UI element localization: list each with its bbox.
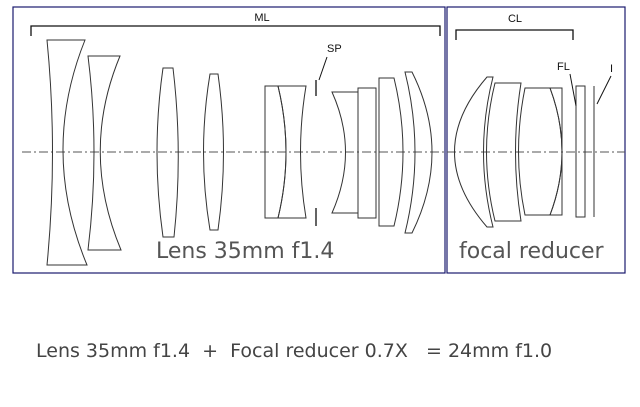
lens-element-6 — [277, 85, 307, 219]
cl-label: CL — [508, 13, 522, 25]
lens-element-10 — [404, 71, 433, 234]
sp-leader — [318, 56, 328, 81]
lens-element-4 — [203, 73, 224, 231]
focal-reducer-caption: focal reducer — [459, 239, 605, 264]
reducer-element-2 — [486, 82, 522, 222]
ml-label: ML — [254, 12, 269, 24]
main-lens-frame — [12, 6, 446, 274]
image-plane-label: I — [610, 63, 613, 75]
reducer-element-4 — [549, 87, 563, 216]
lens-element-3 — [156, 67, 179, 238]
cl-bracket — [455, 29, 574, 40]
ml-bracket — [30, 25, 441, 36]
main-lens-caption: Lens 35mm f1.4 — [156, 239, 334, 264]
image-plane-leader — [596, 75, 612, 105]
formula-equals: = — [426, 340, 442, 362]
fl-leader — [569, 73, 577, 107]
lens-element-7 — [331, 91, 359, 214]
filter-plate — [575, 85, 586, 218]
focal-reducer-frame — [446, 6, 626, 274]
sp-label: SP — [327, 43, 342, 55]
lens-element-8 — [357, 87, 377, 219]
lens-element-1 — [46, 39, 88, 266]
lens-element-9 — [378, 77, 404, 227]
formula-lens: Lens 35mm f1.4 — [36, 340, 191, 362]
lens-element-2 — [87, 55, 122, 251]
formula-plus: + — [202, 340, 219, 362]
formula-reducer: Focal reducer 0.7X — [230, 340, 408, 362]
reducer-element-1 — [454, 76, 494, 228]
combination-formula: Lens 35mm f1.4 + Focal reducer 0.7X = 24… — [36, 340, 552, 362]
formula-result: 24mm f1.0 — [447, 340, 553, 362]
optical-layout-diagram: ML CL SP FL I Lens 35mm f1.4 focal reduc… — [12, 6, 626, 274]
fl-label: FL — [557, 61, 570, 73]
